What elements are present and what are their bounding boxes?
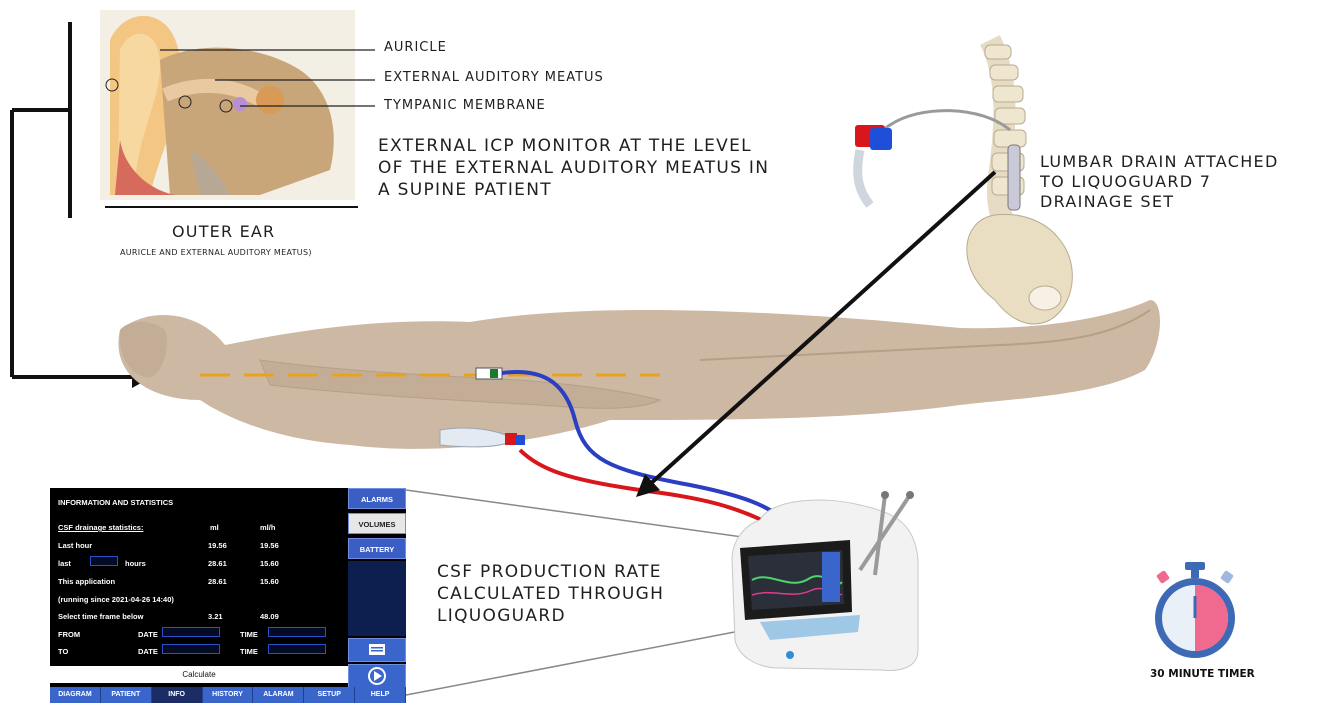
tab-diagram[interactable]: DIAGRAM [50,687,101,703]
row-this-application-ml: 28.61 [208,577,227,586]
volumes-button[interactable]: VOLUMES [348,513,406,534]
ear-illustration [100,10,355,200]
from-time-input[interactable] [268,627,326,637]
lumbar-drain-text-line3: DRAINAGE SET [1040,192,1174,212]
lumbar-drain-set [855,111,1010,205]
battery-button[interactable]: BATTERY [348,538,406,559]
tab-help[interactable]: HELP [355,687,406,703]
lumbar-drain-text-line1: LUMBAR DRAIN ATTACHED [1040,152,1279,172]
tab-alaram[interactable]: ALARAM [253,687,304,703]
csf-rate-text-line2: CALCULATED THROUGH [437,584,664,604]
to-time-input[interactable] [268,644,326,654]
screen-title: INFORMATION AND STATISTICS [58,498,173,507]
col-ml-header: ml [210,523,219,532]
printer-icon [349,639,405,661]
play-button[interactable] [348,664,406,688]
outer-ear-title: OUTER EAR [172,222,275,241]
running-since: (running since 2021-04-26 14:40) [58,595,174,604]
from-date-label: DATE [138,630,158,639]
tab-history[interactable]: HISTORY [203,687,254,703]
tab-setup[interactable]: SETUP [304,687,355,703]
row-this-application-label: This application [58,577,115,586]
ear-label-external-auditory-meatus: EXTERNAL AUDITORY MEATUS [384,70,604,85]
csf-rate-text-line3: LIQUOGUARD [437,606,566,626]
hours-input[interactable] [90,556,118,566]
csf-rate-text-line1: CSF PRODUCTION RATE [437,562,662,582]
select-timeframe-label: Select time frame below [58,612,143,621]
tab-info[interactable]: INFO [152,687,203,703]
print-button[interactable] [348,638,406,662]
tab-patient[interactable]: PATIENT [101,687,152,703]
timer-label: 30 MINUTE TIMER [1150,668,1255,680]
patient-body [118,300,1160,449]
alarms-button[interactable]: ALARMS [348,488,406,509]
lumbar-drain-text-line2: TO LIQUOGUARD 7 [1040,172,1211,192]
from-label: FROM [58,630,80,639]
from-time-label: TIME [240,630,258,639]
row-last-hour-mlh: 19.56 [260,541,279,550]
timer-icon [1155,562,1235,658]
icp-monitor-text-line2: OF THE EXTERNAL AUDITORY MEATUS IN [378,158,769,178]
screen-leader-top [406,490,785,543]
row-last-n-label: last [58,559,71,568]
icp-monitor-text-line1: EXTERNAL ICP MONITOR AT THE LEVEL [378,136,752,156]
outer-ear-subtitle: AURICLE AND EXTERNAL AUDITORY MEATUS) [120,248,312,257]
liquoguard-screen: INFORMATION AND STATISTICS CSF drainage … [50,488,406,703]
row-last-hour-label: Last hour [58,541,92,550]
from-date-input[interactable] [162,627,220,637]
ear-label-auricle: AURICLE [384,40,447,55]
body-catheter-clip [476,368,502,379]
screen-leader-bottom [406,630,745,695]
icp-monitor-text-line3: A SUPINE PATIENT [378,180,552,200]
screen-tab-bar: DIAGRAM PATIENT INFO HISTORY ALARAM SETU… [50,687,406,703]
stats-header: CSF drainage statistics: [58,523,143,532]
row-last-n-mlh: 15.60 [260,559,279,568]
to-date-label: DATE [138,647,158,656]
calculate-button[interactable]: Calculate [50,666,348,683]
ear-label-tympanic-membrane: TYMPANIC MEMBRANE [384,98,546,113]
select-timeframe-mlh: 48.09 [260,612,279,621]
row-this-application-mlh: 15.60 [260,577,279,586]
to-date-input[interactable] [162,644,220,654]
col-mlh-header: ml/h [260,523,275,532]
row-last-n-hours: hours [125,559,146,568]
to-time-label: TIME [240,647,258,656]
select-timeframe-ml: 3.21 [208,612,223,621]
play-icon [349,665,405,687]
row-last-n-ml: 28.61 [208,559,227,568]
to-label: TO [58,647,68,656]
red-tube [520,450,790,535]
row-last-hour-ml: 19.56 [208,541,227,550]
